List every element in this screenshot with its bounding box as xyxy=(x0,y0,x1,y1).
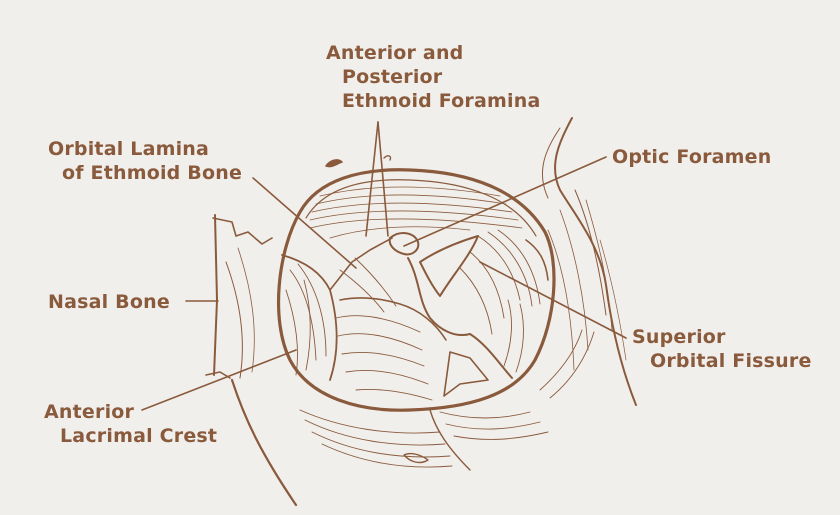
label-ethmoid-foramina-line3: Ethmoid Foramina xyxy=(326,89,540,113)
orbit-roof-hatching xyxy=(310,187,522,238)
orbital-rim xyxy=(279,170,554,410)
label-anterior-lacrimal-crest: Anterior Lacrimal Crest xyxy=(44,400,217,448)
label-nasal-bone: Nasal Bone xyxy=(48,290,170,314)
label-optic-foramen: Optic Foramen xyxy=(612,145,772,169)
label-orbital-lamina: Orbital Lamina of Ethmoid Bone xyxy=(48,137,242,185)
label-optic-foramen-text: Optic Foramen xyxy=(612,145,772,169)
inferior-orbital-fissure xyxy=(444,352,488,396)
label-ethmoid-foramina-line1: Anterior and xyxy=(326,41,540,65)
lower-orbit-shading xyxy=(300,330,594,470)
label-anterior-lacrimal-crest-line1: Anterior xyxy=(44,400,217,424)
label-ethmoid-foramina-line2: Posterior xyxy=(326,65,540,89)
label-orbital-lamina-line2: of Ethmoid Bone xyxy=(48,161,242,185)
label-anterior-lacrimal-crest-line2: Lacrimal Crest xyxy=(44,424,217,448)
notch-mark xyxy=(326,160,342,167)
label-orbital-lamina-line1: Orbital Lamina xyxy=(48,137,242,161)
label-superior-orbital-fissure-line1: Superior xyxy=(632,325,812,349)
label-nasal-bone-text: Nasal Bone xyxy=(48,290,170,314)
label-superior-orbital-fissure-line2: Orbital Fissure xyxy=(632,349,812,373)
label-ethmoid-foramina: Anterior and Posterior Ethmoid Foramina xyxy=(326,41,540,113)
medial-wall xyxy=(282,238,392,380)
label-superior-orbital-fissure: Superior Orbital Fissure xyxy=(632,325,812,373)
lateral-wall-hatching xyxy=(460,230,548,372)
superior-orbital-fissure-shape xyxy=(420,236,478,296)
